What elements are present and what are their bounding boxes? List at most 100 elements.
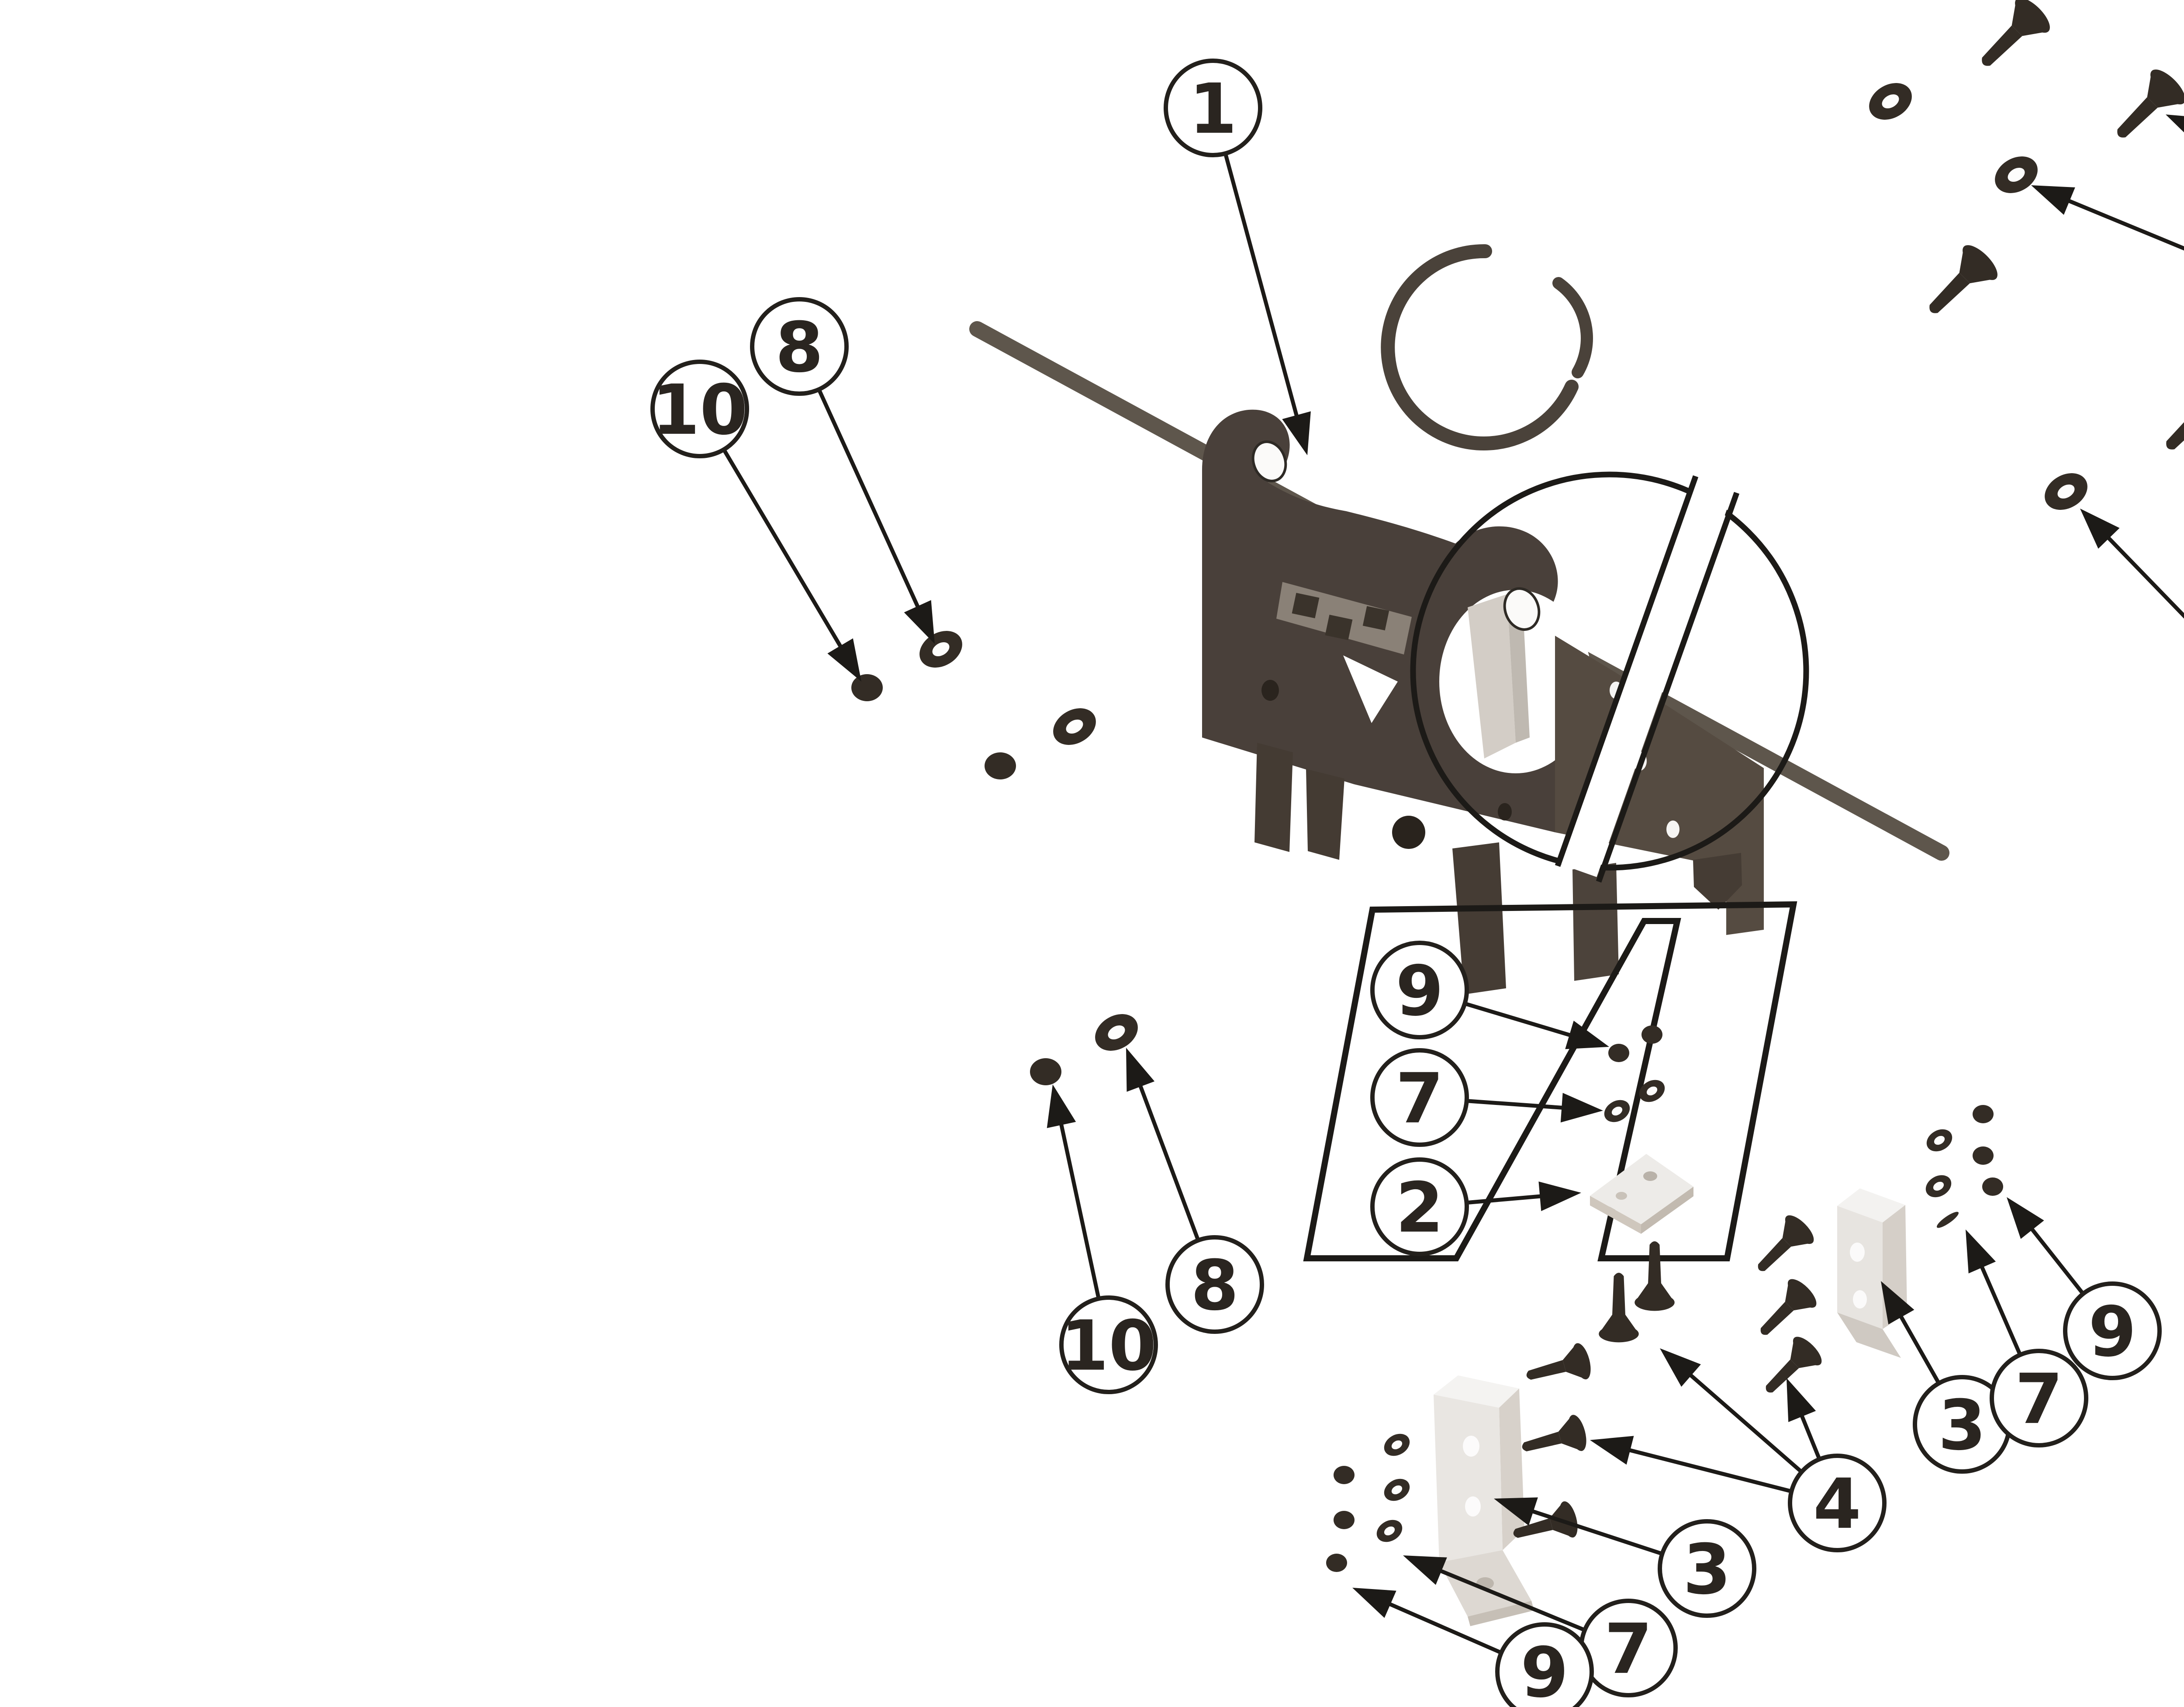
ear-hole [1503, 587, 1541, 631]
bracket-lower-leg [1572, 863, 1619, 981]
leader-arrowhead [1881, 1281, 1914, 1325]
screw-glyph [1599, 1273, 1639, 1343]
leader-arrowhead [1047, 1084, 1076, 1129]
callout-9: 9 [2007, 1197, 2162, 1380]
nut-sm-glyph [1608, 1044, 1629, 1062]
plate-cutout [1343, 655, 1398, 723]
nut-sm-glyph [1973, 1146, 1994, 1165]
callout-1: 1 [1164, 59, 1311, 455]
bracket-foot-prong [1306, 769, 1344, 860]
callout-9: 9 [1370, 941, 1609, 1049]
balloon-label-3: 3 [1683, 1530, 1731, 1610]
balloon-circle-1[interactable] [1164, 59, 1262, 157]
balloon-label-1: 1 [1189, 69, 1237, 149]
leader-line [2100, 529, 2184, 619]
nut-glyph [1030, 1058, 1061, 1085]
nut-sm-glyph [1334, 1511, 1355, 1529]
callout-4: 4 [1590, 1348, 1887, 1552]
callout-3: 3 [1494, 1497, 1756, 1618]
balloon-circle-4[interactable] [1788, 1454, 1887, 1552]
callout-10: 10 [1047, 1084, 1158, 1394]
leader-arrowhead [1538, 1181, 1581, 1212]
balloon-label-9: 9 [1396, 951, 1444, 1032]
balloon-circle-7[interactable] [1990, 1349, 2088, 1447]
balloon-label-3: 3 [1938, 1385, 1986, 1466]
leader-arrowhead [1966, 1229, 1996, 1274]
callout-7: 7 [1966, 1229, 2088, 1447]
nut-glyph [985, 752, 1016, 779]
bracket-middle-leg [1693, 853, 1742, 910]
balloon-circle-3[interactable] [1658, 1519, 1756, 1618]
plate-pin [1392, 816, 1425, 849]
nut-sm-glyph [1334, 1466, 1355, 1484]
balloon-label-10: 10 [652, 370, 748, 450]
screw-glyph [1521, 1341, 1594, 1394]
balloon-label-7: 7 [2015, 1359, 2063, 1440]
callout-9: 9 [1352, 1588, 1594, 1707]
nut-sm-glyph [1641, 1025, 1662, 1044]
backing-plate-part2 [1590, 1154, 1693, 1234]
balloon-label-8: 8 [1191, 1246, 1239, 1326]
ear-hole [1251, 440, 1287, 482]
nut-sm-glyph [1973, 1105, 1994, 1123]
balloon-label-7: 7 [1604, 1609, 1652, 1690]
balloon-circle-9[interactable] [1370, 941, 1469, 1039]
screw-glyph [1635, 1241, 1675, 1311]
washer-glyph [912, 623, 969, 675]
washer-sm-glyph [1372, 1515, 1406, 1547]
leader-arrowhead [1282, 411, 1311, 455]
balloon-circle-8[interactable] [750, 297, 849, 396]
balloon-label-7: 7 [1396, 1059, 1444, 1139]
leader-arrowhead [827, 638, 861, 682]
bracket-foot-prong [1254, 743, 1293, 852]
washer-sm-glyph [1380, 1429, 1414, 1461]
callout-8: 8 [2080, 509, 2184, 619]
callout-6: 6 [2166, 114, 2184, 132]
screw-glyph [1746, 1211, 1818, 1283]
leader-arrowhead [2080, 509, 2120, 549]
leader-line [2058, 195, 2184, 251]
screw-glyph [1749, 1274, 1821, 1347]
leader-line [1211, 107, 1301, 426]
balloon-circle-10[interactable] [650, 360, 749, 458]
balloon-circle-7[interactable] [1370, 1048, 1469, 1147]
leader-arrowhead [1590, 1436, 1634, 1465]
main-bracket-weldment [1202, 244, 1764, 994]
leader-arrowhead [904, 600, 935, 644]
gusset-hole [1666, 821, 1679, 838]
inner-insert [1468, 594, 1530, 758]
washer-glyph [1088, 1007, 1145, 1058]
callout-7: 7 [1403, 1555, 1678, 1697]
leader-arrowhead [1352, 1588, 1396, 1618]
washer-sm-glyph [1922, 1125, 1956, 1156]
washer-glyph [1988, 149, 2045, 201]
nut-glyph [851, 674, 883, 701]
leader-arrowhead [2166, 114, 2184, 132]
leader-arrowhead [1565, 1021, 1609, 1049]
balloon-circle-8[interactable] [1165, 1235, 1264, 1334]
angle-bracket-right-part3 [1837, 1188, 1907, 1358]
leader-arrowhead [1660, 1348, 1701, 1387]
leader-arrowhead [1787, 1378, 1816, 1422]
gusset-hole [1498, 803, 1512, 821]
washer-glyph [2038, 466, 2094, 517]
washer-edge-glyph [1935, 1209, 1961, 1230]
balloon-label-9: 9 [1521, 1633, 1569, 1707]
hinge-bolts [1292, 592, 1389, 641]
screw-glyph [2102, 64, 2184, 152]
balloon-circle-2[interactable] [1370, 1157, 1469, 1256]
leader-arrowhead [1494, 1497, 1538, 1526]
balloon-label-4: 4 [1813, 1464, 1861, 1544]
washer-sm-glyph [1380, 1474, 1414, 1506]
balloon-label-8: 8 [775, 308, 823, 388]
screw-glyph [2151, 376, 2184, 464]
balloon-label-2: 2 [1396, 1168, 1444, 1248]
balloon-circle-10[interactable] [1059, 1295, 1158, 1394]
callouts-layer: 168588108109724379379 [650, 59, 2184, 1707]
callout-10: 10 [650, 360, 861, 682]
leader-line [797, 346, 924, 617]
balloon-circle-9[interactable] [2063, 1281, 2162, 1380]
balloon-circle-9[interactable] [1495, 1622, 1594, 1707]
